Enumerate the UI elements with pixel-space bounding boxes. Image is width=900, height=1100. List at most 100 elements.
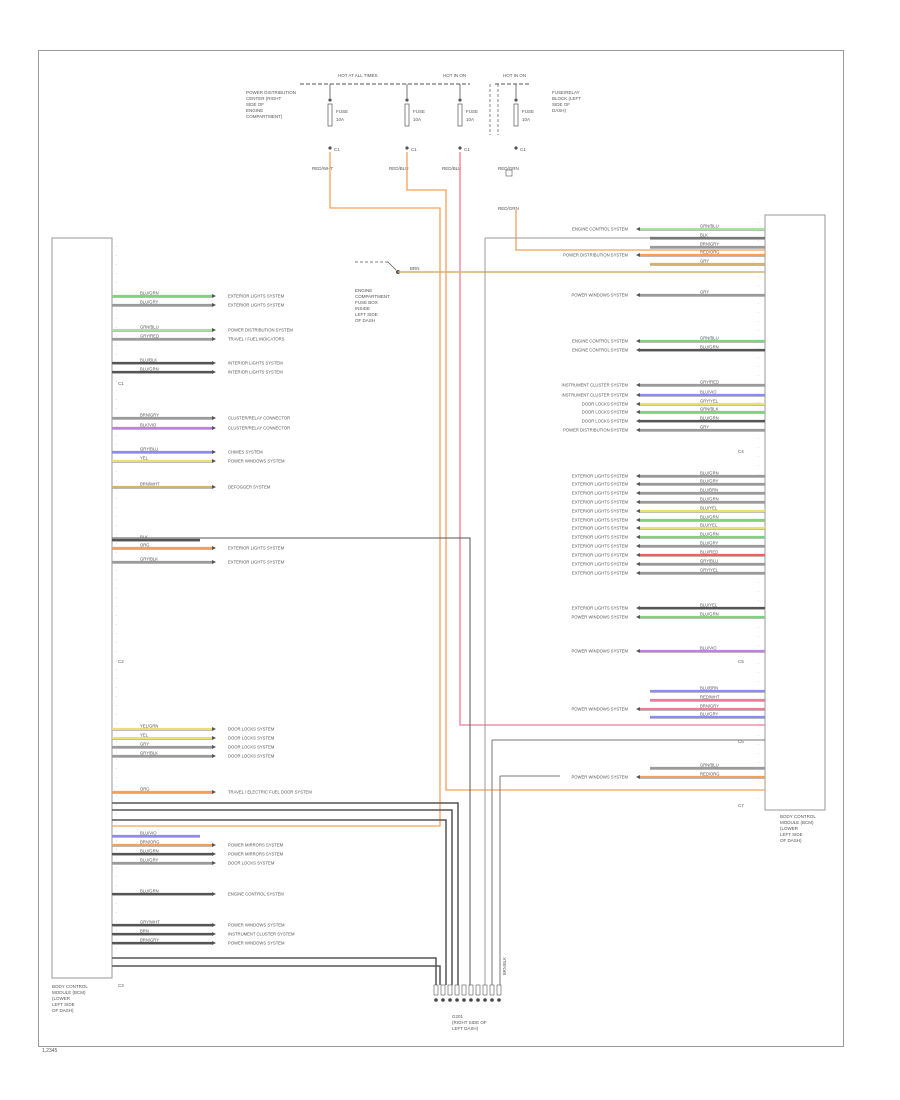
trunk-wire — [112, 152, 441, 827]
ground-pin — [440, 984, 446, 996]
right-wire-dest: POWER WINDOWS SYSTEM — [571, 707, 628, 712]
pin-number: · — [116, 803, 117, 807]
trunk-wire — [515, 210, 765, 251]
caption-line: LEFT SIDE — [780, 832, 803, 837]
caption-line: BODY CONTROL — [52, 984, 88, 989]
right-wire-dest: EXTERIOR LIGHTS SYSTEM — [572, 606, 629, 611]
pin-number: · — [758, 608, 759, 612]
right-wire-row: BLU/BRN — [650, 686, 765, 693]
pin-number: · — [116, 281, 117, 285]
ground-pin — [447, 984, 453, 996]
pin-number: · — [758, 239, 759, 243]
trunk-wire — [112, 819, 447, 985]
right-wire-dest: ENGINE CONTROL SYSTEM — [572, 339, 628, 344]
ground-pin — [433, 984, 439, 996]
pin-number: · — [758, 770, 759, 774]
right-connector-c7: C7 — [738, 803, 744, 808]
pin-number: · — [758, 446, 759, 450]
pin-number: · — [116, 830, 117, 834]
pin-number: · — [758, 311, 759, 315]
right-wire-color: BLU/GRN — [700, 345, 719, 350]
left-wire-dest: TRAVEL / ELECTRIC FUEL DOOR SYSTEM — [228, 790, 312, 795]
caption-line: (LOWER — [780, 826, 799, 831]
pin-number: · — [116, 911, 117, 915]
caption-line: INSIDE — [355, 306, 370, 311]
right-wire-dest: EXTERIOR LIGHTS SYSTEM — [572, 474, 629, 479]
left-wire-color: GRY/RED — [140, 334, 159, 339]
right-wire-color: GRY — [700, 290, 709, 295]
right-wire-dest: EXTERIOR LIGHTS SYSTEM — [572, 509, 629, 514]
pin-number: · — [116, 308, 117, 312]
pin-number: · — [116, 506, 117, 510]
left-wire-dest: EXTERIOR LIGHTS SYSTEM — [228, 560, 285, 565]
splice-wire-label: BRN — [410, 266, 420, 271]
pin-number: · — [758, 752, 759, 756]
ground-pin-dot — [448, 998, 452, 1002]
pin-number: · — [116, 776, 117, 780]
caption-line: BODY CONTROL — [780, 814, 816, 819]
right-wire-color: BLU/BRN — [700, 488, 718, 493]
fuse-circuit: C1 — [520, 147, 526, 152]
right-wire-color: GRY/YEL — [700, 568, 719, 573]
left-wire-row: BLK — [112, 535, 200, 542]
pin-number: · — [758, 599, 759, 603]
left-wire-dest: POWER MIRRORS SYSTEM — [228, 843, 284, 848]
right-wire-color: GRN/BLU — [700, 224, 719, 229]
left-wire-color: GRY/BLK — [140, 751, 158, 756]
pin-number: · — [758, 221, 759, 225]
pin-number: · — [758, 455, 759, 459]
left-wire-color: GRN/BLU — [140, 325, 159, 330]
left-wire-dest: DOOR LOCKS SYSTEM — [228, 861, 275, 866]
pin-number: · — [116, 668, 117, 672]
left-wire-dest: TRAVEL / FUEL INDICATORS — [228, 337, 285, 342]
left-wire-color: BRN — [140, 929, 149, 934]
pin-number: · — [116, 470, 117, 474]
pin-number: · — [758, 725, 759, 729]
right-wire-row: BLU/GRY — [650, 712, 765, 719]
pin-number: · — [116, 857, 117, 861]
pin-number: · — [758, 275, 759, 279]
pin-number: · — [116, 389, 117, 393]
caption-line: (RIGHT SIDE OF — [452, 1020, 487, 1025]
pin-number: · — [116, 380, 117, 384]
pin-number: · — [116, 965, 117, 969]
ground-pin — [468, 984, 474, 996]
caption-line: OF DASH) — [52, 1008, 74, 1013]
trunk-wire — [112, 965, 441, 985]
right-wire-dest: EXTERIOR LIGHTS SYSTEM — [572, 544, 629, 549]
right-wire-color: BLU/GRN — [700, 416, 719, 421]
right-wire-dest: EXTERIOR LIGHTS SYSTEM — [572, 562, 629, 567]
right-wire-color: BLU/GRN — [700, 612, 719, 617]
caption-line: LEFT DASH) — [452, 1026, 479, 1031]
pin-number: · — [116, 659, 117, 663]
pin-number: · — [116, 497, 117, 501]
pin-number: · — [758, 743, 759, 747]
right-module-rows: ········································… — [562, 221, 765, 801]
right-wire-dest: POWER DISTRIBUTION SYSTEM — [563, 253, 628, 258]
ground-pin — [461, 984, 467, 996]
ground-pin-dot — [497, 998, 501, 1002]
right-wire-color: RED/ORG — [700, 772, 720, 777]
ground-pin-dot — [462, 998, 466, 1002]
pin-number: · — [116, 551, 117, 555]
pin-number: · — [758, 626, 759, 630]
pin-number: · — [116, 875, 117, 879]
